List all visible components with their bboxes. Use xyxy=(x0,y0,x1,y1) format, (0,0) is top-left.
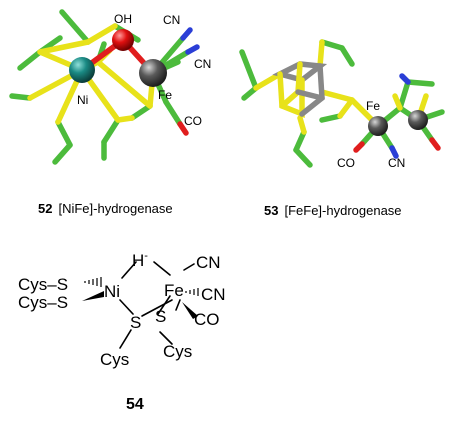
structure-54-bonds xyxy=(82,261,199,349)
bold-wedge-lower xyxy=(82,291,104,301)
structure-53-sticks xyxy=(239,39,445,168)
cn-right-label: CN xyxy=(201,285,226,304)
ni-label-54: Ni xyxy=(104,282,120,301)
caption-53-number: 53 xyxy=(264,203,278,218)
structure-53-fefe-hydrogenase: Fe CO CN 53 [FeFe]-hydrogenase xyxy=(239,39,445,218)
hashed-wedge-fe-cn xyxy=(185,288,199,296)
cn-label-53: CN xyxy=(388,156,405,170)
hydride-charge: - xyxy=(144,250,148,262)
cys-bottom-left-label: Cys xyxy=(100,350,129,369)
iron-atom xyxy=(139,59,167,87)
bold-wedge-fe-co xyxy=(182,302,198,319)
cys-s-upper-label: Cys–S xyxy=(18,275,68,294)
cys-s-lower-label: Cys–S xyxy=(18,293,68,312)
hydride-symbol: H xyxy=(132,251,144,270)
fe-label-53: Fe xyxy=(366,99,380,113)
co-label-54: CO xyxy=(194,310,220,329)
cys-bottom-right-label: Cys xyxy=(163,342,192,361)
cn-label-upper: CN xyxy=(163,13,180,27)
compound-number-54: 54 xyxy=(126,396,144,413)
fe-label-54: Fe xyxy=(164,281,184,300)
ni-label: Ni xyxy=(77,93,88,107)
oxygen-atom xyxy=(112,29,134,51)
fe-label: Fe xyxy=(158,88,172,102)
nickel-atom xyxy=(69,57,95,83)
caption-52: 52 [NiFe]-hydrogenase xyxy=(38,201,173,216)
iron-atom-proximal xyxy=(368,116,388,136)
caption-52-number: 52 xyxy=(38,201,52,216)
caption-53-text: [FeFe]-hydrogenase xyxy=(284,203,401,218)
iron-atom-distal xyxy=(408,110,428,130)
s-right-label: S xyxy=(155,307,166,326)
structure-54-model-complex: H- CN Cys–S Cys–S Ni Fe CN CO S S Cys Cy… xyxy=(18,250,226,413)
structure-52-nife-hydrogenase: OH CN CN Ni Fe CO 52 [NiFe]-hydrogenase xyxy=(9,9,211,216)
s-left-label: S xyxy=(130,313,141,332)
co-label-53: CO xyxy=(337,156,355,170)
cn-top-label: CN xyxy=(196,253,221,272)
oh-label: OH xyxy=(114,12,132,26)
co-label: CO xyxy=(184,114,202,128)
caption-53: 53 [FeFe]-hydrogenase xyxy=(264,203,402,218)
structure-52-sticks xyxy=(9,9,200,165)
hydride-label: H- xyxy=(132,250,148,270)
cn-label-lower: CN xyxy=(194,57,211,71)
hashed-wedge-upper xyxy=(84,277,102,287)
caption-52-text: [NiFe]-hydrogenase xyxy=(58,201,172,216)
